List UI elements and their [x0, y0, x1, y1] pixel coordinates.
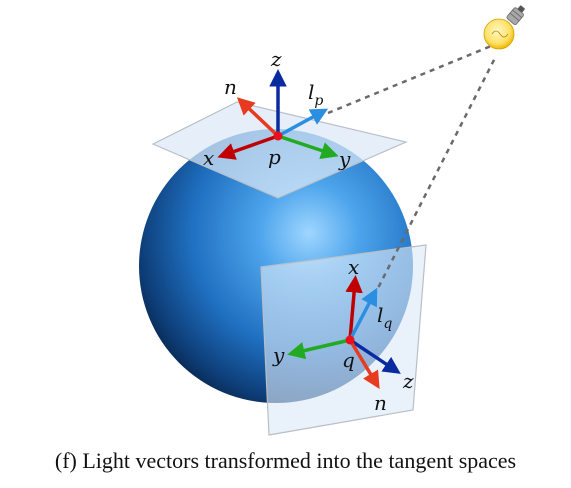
normal-vector-p: [236, 97, 280, 138]
label-q: q: [342, 348, 355, 372]
label-l-p-sub: p: [314, 93, 323, 109]
label-z-p: z: [270, 47, 282, 71]
label-n-q: n: [374, 391, 387, 415]
label-l-q-main: l: [377, 303, 383, 327]
label-x-q: x: [348, 255, 359, 279]
x-axis-p: [217, 134, 279, 160]
light-bulb-icon: [483, 5, 525, 50]
normal-vector-q: [348, 339, 380, 389]
tangent-plane-p: [151, 101, 408, 199]
label-l-q-sub: q: [383, 316, 392, 332]
label-z-q: z: [402, 369, 414, 393]
label-n-p: n: [224, 75, 237, 99]
label-x-p: x: [203, 146, 214, 170]
light-ray-q: [372, 55, 498, 297]
y-axis-p: [277, 134, 339, 159]
frame-p: [217, 69, 339, 160]
label-p: p: [268, 145, 281, 169]
light-vector-p: [277, 108, 329, 138]
light-ray-p: [327, 42, 497, 115]
label-l-p: lp: [308, 80, 323, 109]
label-l-p-main: l: [308, 80, 314, 104]
z-axis-q: [349, 338, 401, 374]
light-vector-q: [348, 287, 378, 341]
tangent-space-diagram: n z lp x p y x lq y q z n: [139, 5, 525, 436]
x-axis-q: [345, 275, 363, 341]
frame-q: [287, 275, 401, 389]
y-axis-q: [287, 338, 351, 360]
label-l-q: lq: [377, 303, 392, 332]
label-y-p: y: [338, 147, 351, 171]
point-q: [345, 335, 355, 345]
point-p: [273, 131, 283, 141]
label-y-q: y: [272, 343, 285, 367]
figure-caption: (f) Light vectors transformed into the t…: [54, 448, 517, 473]
